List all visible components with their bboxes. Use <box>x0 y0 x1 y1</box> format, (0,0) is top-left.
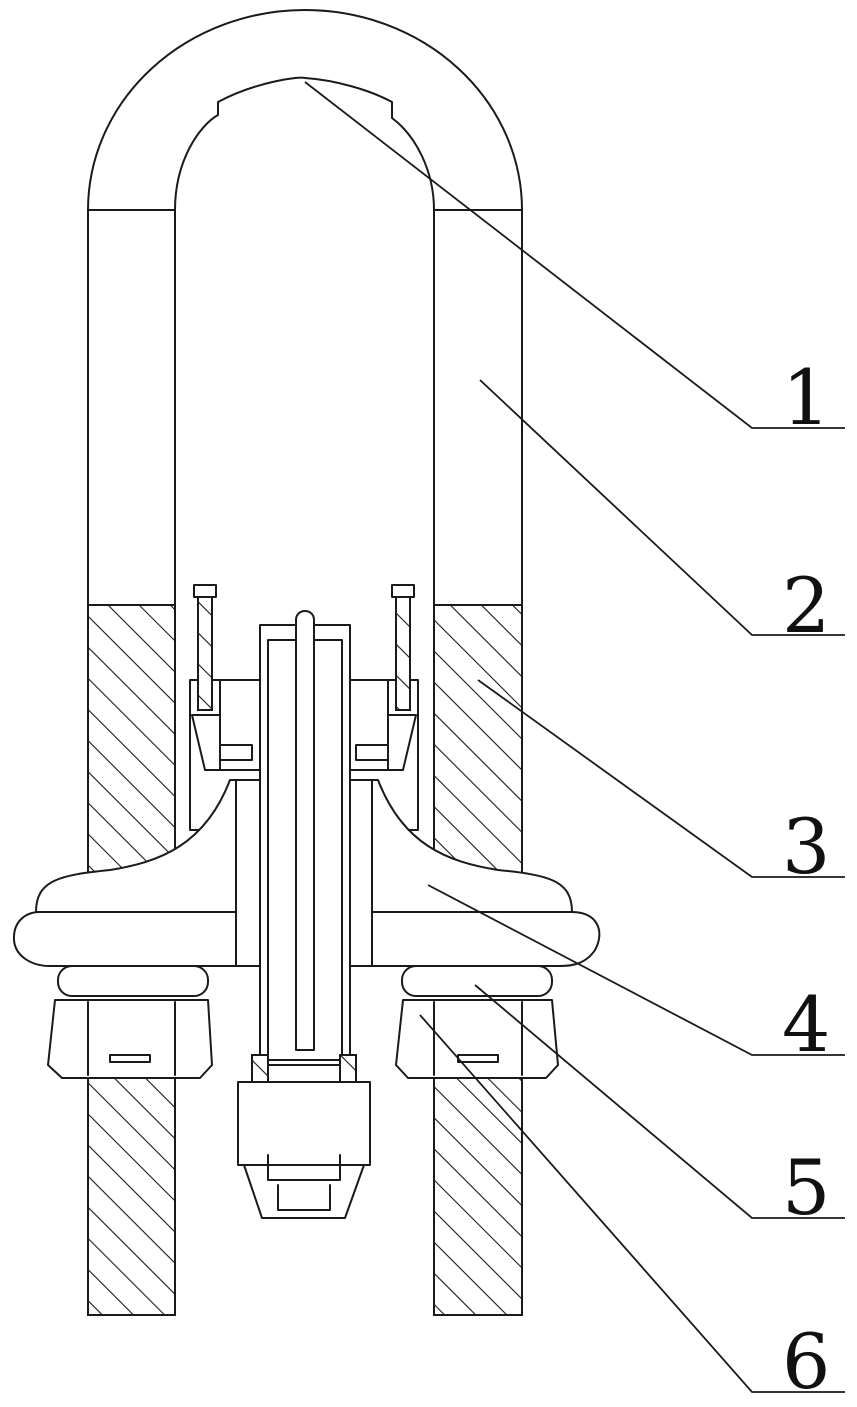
callout-4: 4 <box>782 980 830 1069</box>
adjust-screw-left <box>193 584 217 711</box>
center-spindle <box>235 610 373 1066</box>
callout-5: 5 <box>782 1143 830 1232</box>
callout-2: 2 <box>782 561 830 650</box>
u-bolt-arch <box>87 9 523 211</box>
washer <box>57 965 553 997</box>
u-bolt-leg-left <box>87 209 176 606</box>
callout-3: 3 <box>782 802 830 891</box>
u-bolt-leg-right <box>433 209 523 606</box>
adjust-screw-right <box>391 584 415 711</box>
callout-6: 6 <box>782 1317 830 1406</box>
leader-lines <box>304 81 845 1393</box>
lower-gripper <box>237 1054 371 1219</box>
callout-labels: 1 2 3 4 5 6 <box>782 353 830 1406</box>
hex-nut-right <box>395 999 559 1079</box>
hex-nut-left <box>47 999 213 1079</box>
callout-1: 1 <box>782 353 830 442</box>
